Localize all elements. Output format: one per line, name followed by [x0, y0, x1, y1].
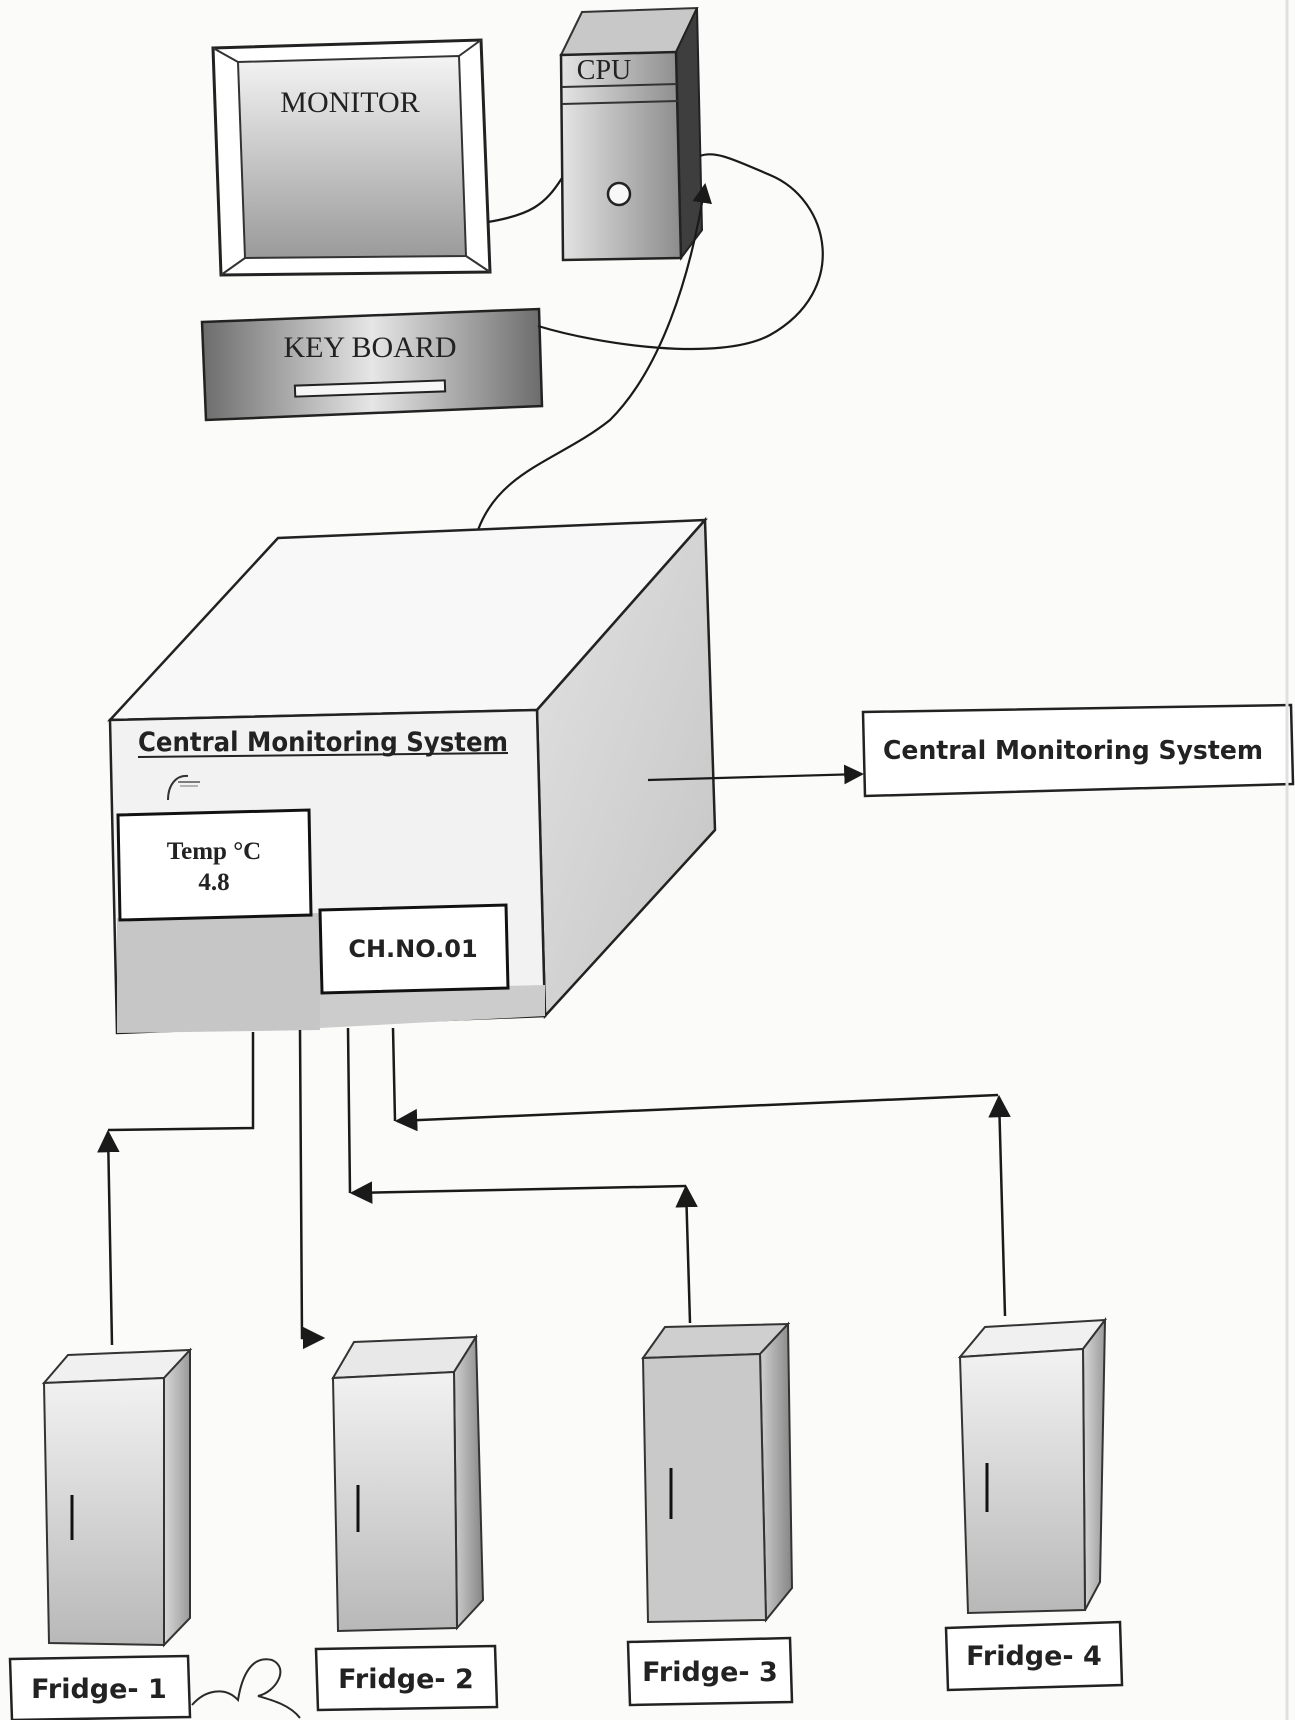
callout-label: Central Monitoring System: [883, 736, 1263, 766]
channel-label: CH.NO.01: [348, 935, 477, 963]
fridge-1-connection: [97, 1129, 120, 1346]
fridge-4-connection: [988, 1094, 1011, 1317]
fridge-labels: Fridge- 1 Fridge- 2 Fridge- 3 Fridge- 4: [8, 1620, 1124, 1720]
power-button-icon: [606, 181, 632, 207]
temp-display: [116, 808, 313, 922]
fridge-2-connection: [298, 1029, 326, 1350]
monitor: MONITOR: [211, 38, 492, 277]
logo-icon: [167, 774, 200, 801]
fridge-4-label: Fridge- 4: [966, 1641, 1102, 1672]
keyboard: KEY BOARD: [200, 307, 544, 422]
monitor-label: MONITOR: [280, 86, 419, 119]
cpu-tower: CPU: [559, 6, 704, 262]
fridge-3-label: Fridge- 3: [642, 1657, 778, 1688]
cms-callout: Central Monitoring System: [647, 703, 1295, 798]
keyboard-label: KEY BOARD: [283, 331, 456, 364]
monitor-cpu-cable: [487, 177, 563, 224]
fridge-2-label: Fridge- 2: [338, 1664, 474, 1695]
fridge-1: [41, 1347, 193, 1648]
fridge-2: [331, 1333, 485, 1633]
cpu-cms-cable: [476, 183, 712, 531]
cms-title-underline: [137, 752, 509, 758]
fridge-3-connection: [675, 1184, 698, 1324]
fridge-connections: [97, 1027, 1011, 1350]
temp-value: 4.8: [198, 869, 229, 896]
spacebar-icon: [293, 379, 447, 398]
cables: [476, 153, 824, 531]
central-monitoring-unit: Central Monitoring System Temp °C 4.8 CH…: [107, 516, 717, 1035]
temp-label: Temp °C: [167, 838, 262, 865]
cpu-label: CPU: [577, 55, 631, 86]
channel-display: [318, 903, 510, 995]
callout-arrow: [647, 764, 864, 785]
fridge-3: [641, 1321, 794, 1624]
signature-scribble: [191, 1658, 301, 1719]
fridge-4: [957, 1316, 1108, 1615]
fridge-1-label: Fridge- 1: [31, 1674, 167, 1705]
keyboard-cpu-cable: [537, 153, 824, 351]
